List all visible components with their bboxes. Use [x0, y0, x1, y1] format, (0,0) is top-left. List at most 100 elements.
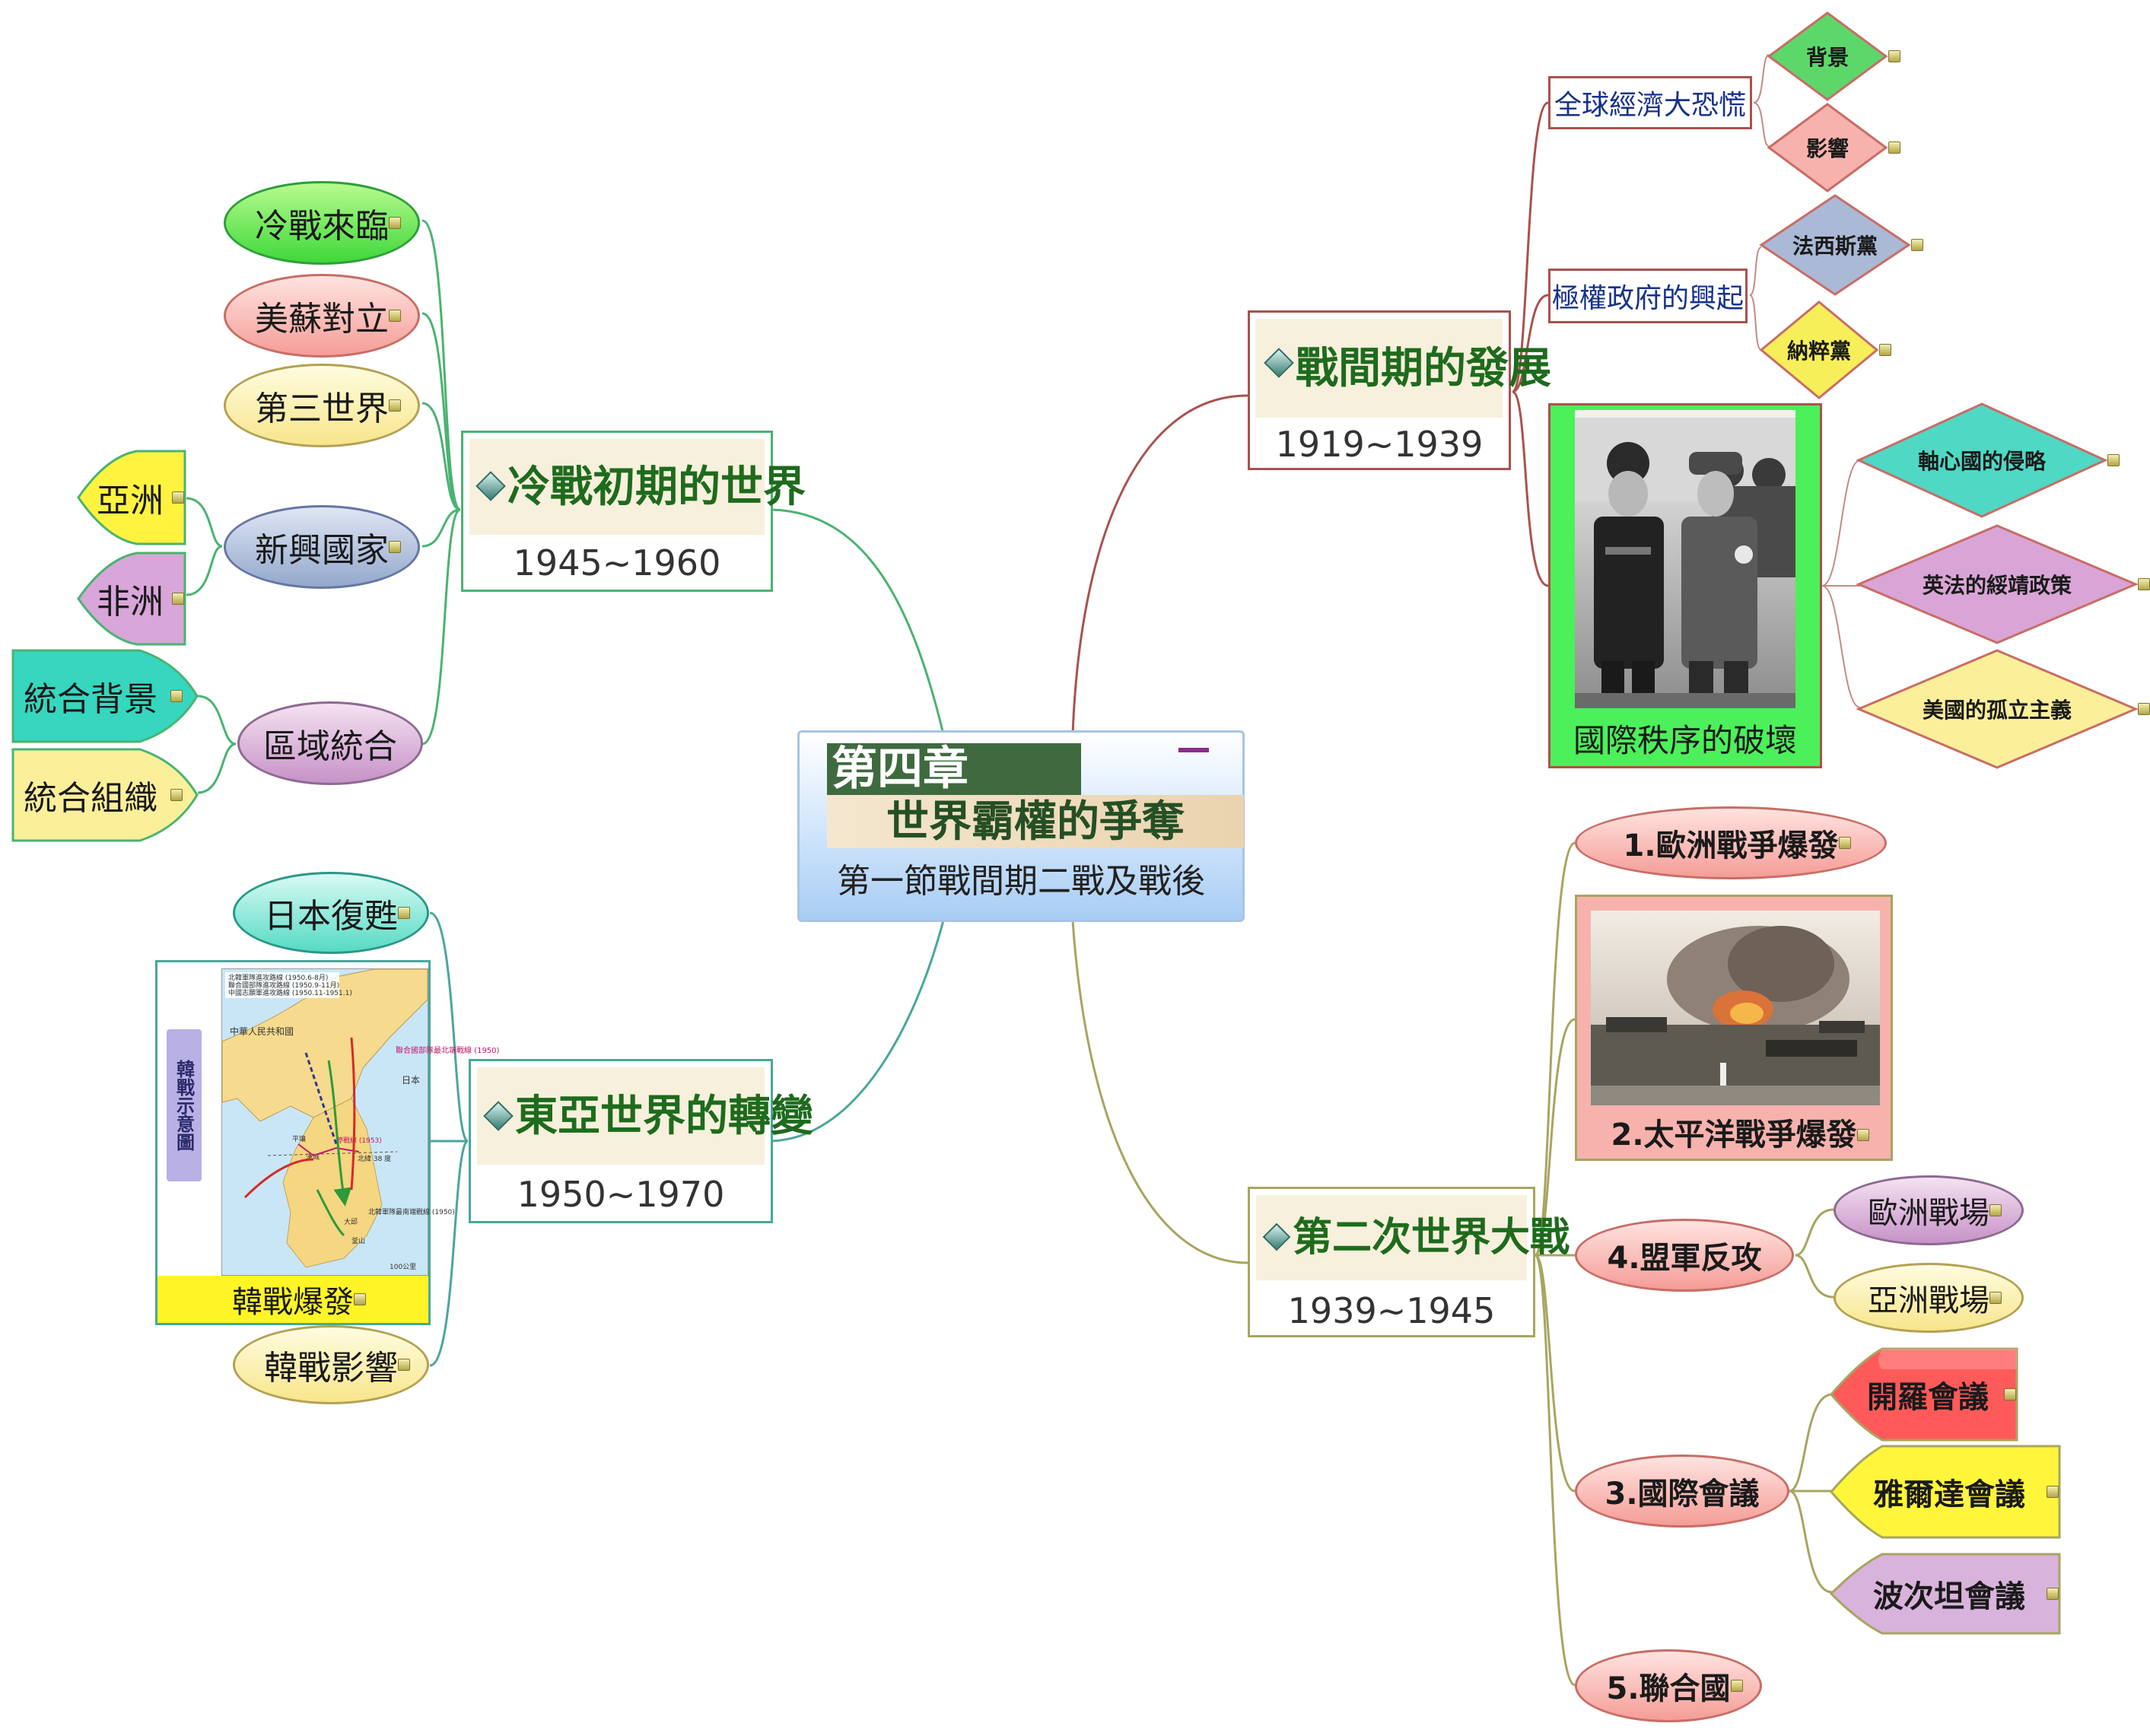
- regional-background-node[interactable]: 統合背景: [11, 648, 199, 744]
- conferences-label: 3.國際會議: [1605, 1477, 1760, 1512]
- interwar-title: 戰間期的發展: [1296, 343, 1551, 393]
- third-world-node[interactable]: 第三世界: [224, 364, 420, 447]
- appeasement-node[interactable]: 英法的綏靖政策: [1856, 523, 2150, 645]
- us-ussr-label: 美蘇對立: [255, 291, 401, 340]
- depression-impact-node[interactable]: 影響: [1767, 102, 1900, 193]
- yalta-label: 雅爾達會議: [1852, 1444, 2059, 1540]
- un-node[interactable]: 5.聯合國: [1575, 1649, 1762, 1722]
- japan-node[interactable]: 日本復甦: [233, 872, 429, 954]
- us-ussr-node[interactable]: 美蘇對立: [224, 274, 420, 358]
- pacific-war-label: 2.太平洋戰爭爆發: [1611, 1118, 1857, 1153]
- purple-mark: [1178, 748, 1209, 752]
- third-world-label: 第三世界: [255, 381, 401, 430]
- new-nations-label: 新興國家: [255, 523, 401, 571]
- svg-text:北韓軍隊進攻路線 (1950.6-8月): 北韓軍隊進攻路線 (1950.6-8月): [228, 973, 328, 982]
- depression-background-label: 背景: [1767, 11, 1900, 102]
- appeasement-label: 英法的綏靖政策: [1856, 523, 2150, 645]
- europe-war-node[interactable]: 1.歐洲戰爭爆發: [1575, 806, 1887, 879]
- chapter-title: 世界霸權的爭奪: [827, 795, 1244, 848]
- africa-node[interactable]: 非洲: [76, 551, 187, 647]
- korean-map-title: 韓戰示意圖: [167, 1029, 202, 1181]
- fascist-label: 法西斯黨: [1759, 193, 1923, 297]
- coldwar-title: 冷戰初期的世界: [507, 462, 806, 512]
- svg-text:停戰線 (1953): 停戰線 (1953): [336, 1136, 382, 1145]
- regional-orgs-node[interactable]: 統合組織: [11, 747, 199, 843]
- svg-text:釜山: 釜山: [351, 1236, 365, 1245]
- eastasia-title: 東亞世界的轉變: [515, 1091, 813, 1141]
- un-label: 5.聯合國: [1606, 1664, 1743, 1708]
- depression-background-node[interactable]: 背景: [1767, 11, 1900, 102]
- korean-war-map: 北韓軍隊進攻路線 (1950.6-8月) 聯合國部隊進攻路線 (1950.9-1…: [221, 968, 500, 1276]
- regional-label: 區域統合: [263, 727, 397, 766]
- svg-text:平壤: 平壤: [292, 1134, 306, 1143]
- totalitarian-label: 極權政府的興起: [1551, 283, 1744, 314]
- ww2-topic[interactable]: 第二次世界大戰 1939~1945: [1248, 1187, 1570, 1337]
- europe-war-label: 1.歐洲戰爭爆發: [1623, 821, 1851, 865]
- svg-text:中國志願軍進攻路線 (1950.11-1951.1): 中國志願軍進攻路線 (1950.11-1951.1): [228, 988, 352, 997]
- asia-label: 亞洲: [88, 449, 184, 546]
- depression-label: 全球經濟大恐慌: [1554, 90, 1746, 121]
- order-label: 國際秩序的破壞: [1550, 716, 1820, 766]
- axis-node[interactable]: 軸心國的侵略: [1856, 402, 2120, 519]
- svg-text:聯合國部隊最北端戰線 (1950): 聯合國部隊最北端戰線 (1950): [396, 1045, 500, 1055]
- regional-orgs-label: 統合組織: [11, 747, 183, 843]
- isolation-node[interactable]: 美國的孤立主義: [1856, 648, 2150, 770]
- counter-node[interactable]: 4.盟軍反攻: [1575, 1219, 1794, 1292]
- africa-label: 非洲: [88, 551, 184, 647]
- regional-node[interactable]: 區域統合: [237, 701, 423, 785]
- yalta-node[interactable]: 雅爾達會議: [1829, 1444, 2062, 1540]
- cairo-label: 開羅會議: [1852, 1347, 2016, 1442]
- korean-war-node[interactable]: 韓戰示意圖 北韓軍隊進攻路線 (1950.6-8月) 聯合國部隊進攻路線 (19…: [155, 960, 500, 1325]
- svg-text:日本: 日本: [402, 1075, 420, 1086]
- center-topic[interactable]: 第四章 世界霸權的爭奪 第一節戰間期二戰及戰後: [797, 730, 1245, 922]
- pearl-harbor-photo: [1591, 911, 1880, 1105]
- counter-label: 4.盟軍反攻: [1607, 1241, 1762, 1276]
- korean-war-label-bar: 韓戰爆發: [157, 1276, 428, 1323]
- axis-label: 軸心國的侵略: [1856, 402, 2120, 519]
- eastasia-years: 1950~1970: [517, 1174, 725, 1215]
- interwar-years: 1919~1939: [1275, 424, 1484, 465]
- korean-war-label: 韓戰爆發: [232, 1277, 366, 1321]
- conferences-node[interactable]: 3.國際會議: [1575, 1455, 1789, 1528]
- interwar-topic[interactable]: 戰間期的發展 1919~1939: [1248, 310, 1551, 470]
- potsdam-node[interactable]: 波次坦會議: [1829, 1552, 2062, 1636]
- europe-front-node[interactable]: 歐洲戰場: [1834, 1175, 2024, 1245]
- cairo-node[interactable]: 開羅會議: [1829, 1347, 2019, 1442]
- coldwar-years: 1945~1960: [513, 542, 721, 583]
- asia-front-node[interactable]: 亞洲戰場: [1834, 1263, 2024, 1333]
- isolation-label: 美國的孤立主義: [1856, 648, 2150, 770]
- europe-front-label: 歐洲戰場: [1868, 1188, 2002, 1232]
- nazi-label: 納粹黨: [1759, 300, 1891, 400]
- nazi-node[interactable]: 納粹黨: [1759, 300, 1891, 400]
- chapter-label: 第四章: [827, 743, 1081, 795]
- asia-front-label: 亞洲戰場: [1868, 1276, 2002, 1320]
- svg-text:北韓軍隊最南端戰線 (1950): 北韓軍隊最南端戰線 (1950): [368, 1207, 455, 1216]
- regional-background-label: 統合背景: [11, 648, 183, 744]
- korean-impact-node[interactable]: 韓戰影響: [233, 1325, 429, 1404]
- svg-text:北緯 38 度: 北緯 38 度: [358, 1154, 391, 1163]
- depression-node[interactable]: 全球經濟大恐慌: [1548, 76, 1752, 129]
- korean-impact-label: 韓戰影響: [264, 1340, 410, 1389]
- svg-text:聯合國部隊進攻路線 (1950.9-11月): 聯合國部隊進攻路線 (1950.9-11月): [228, 981, 339, 990]
- dictators-photo: [1575, 410, 1795, 708]
- svg-text:中華人民共和國: 中華人民共和國: [230, 1025, 294, 1037]
- coldwar-coming-node[interactable]: 冷戰來臨: [224, 181, 420, 265]
- new-nations-node[interactable]: 新興國家: [224, 505, 420, 589]
- chapter-subtitle: 第一節戰間期二戰及戰後: [837, 862, 1205, 901]
- fascist-node[interactable]: 法西斯黨: [1759, 193, 1923, 297]
- coldwar-topic[interactable]: 冷戰初期的世界 1945~1960: [461, 431, 806, 592]
- totalitarian-node[interactable]: 極權政府的興起: [1548, 269, 1748, 323]
- japan-label: 日本復甦: [264, 889, 410, 937]
- pacific-war-node[interactable]: 2.太平洋戰爭爆發: [1575, 895, 1893, 1161]
- asia-node[interactable]: 亞洲: [76, 449, 187, 546]
- potsdam-label: 波次坦會議: [1852, 1552, 2059, 1636]
- eastasia-topic[interactable]: 東亞世界的轉變 1950~1970: [469, 1059, 813, 1223]
- order-node[interactable]: 國際秩序的破壞: [1548, 403, 1822, 768]
- svg-text:大邱: 大邱: [344, 1217, 358, 1226]
- ww2-title: 第二次世界大戰: [1293, 1214, 1570, 1261]
- svg-text:100公里: 100公里: [390, 1263, 416, 1271]
- depression-impact-label: 影響: [1767, 102, 1900, 193]
- coldwar-coming-label: 冷戰來臨: [255, 199, 401, 247]
- ww2-years: 1939~1945: [1287, 1290, 1496, 1331]
